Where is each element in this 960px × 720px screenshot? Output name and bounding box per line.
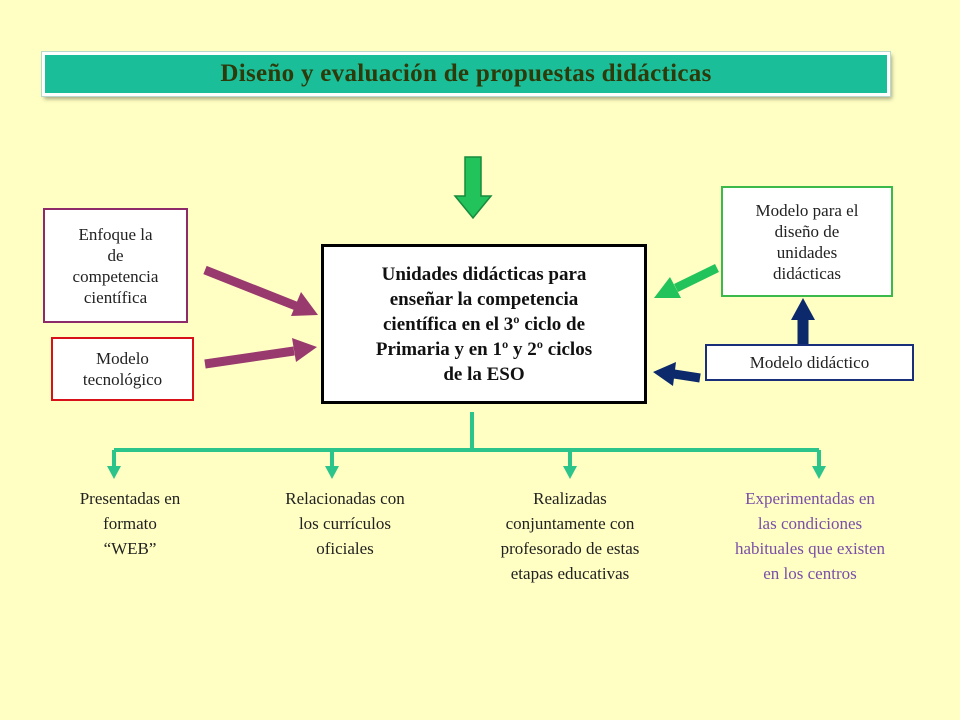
central-box: Unidades didácticas para enseñar la comp…	[321, 244, 647, 404]
top-down-arrow	[453, 156, 493, 220]
diseno-arrowhead	[654, 277, 681, 298]
tecno-arrowhead	[292, 338, 317, 362]
title-banner: Diseño y evaluación de propuestas didáct…	[42, 52, 890, 96]
branch-arrowhead-1	[107, 466, 121, 479]
output-relacionadas: Relacionadas con los currículos oficiale…	[285, 489, 405, 558]
enfoque-arrow-shaft	[203, 265, 298, 311]
enfoque-arrowhead	[291, 292, 318, 316]
branch-arrowhead-3	[563, 466, 577, 479]
output-presentadas: Presentadas en formato “WEB”	[79, 489, 181, 558]
input-box-modelo-didactico: Modelo didáctico	[705, 344, 914, 381]
didactico-arrow-shaft	[673, 369, 701, 383]
branch-arrowhead-4	[812, 466, 826, 479]
page-title: Diseño y evaluación de propuestas didáct…	[220, 60, 712, 87]
input-box-enfoque: Enfoque la de competencia científica	[43, 208, 188, 323]
branch-arrowhead-2	[325, 466, 339, 479]
tecno-arrow-shaft	[204, 346, 295, 369]
diseno-arrow-shaft	[674, 263, 719, 293]
input-box-tecnologico: Modelo tecnológico	[51, 337, 194, 401]
didactico-up-head	[791, 298, 815, 320]
didactico-arrowhead	[653, 362, 676, 386]
input-box-modelo-diseno: Modelo para el diseño de unidades didáct…	[721, 186, 893, 297]
output-realizadas: Realizadas conjuntamente con profesorado…	[500, 489, 640, 583]
output-experimentadas: Experimentadas en las condiciones habitu…	[734, 489, 886, 583]
